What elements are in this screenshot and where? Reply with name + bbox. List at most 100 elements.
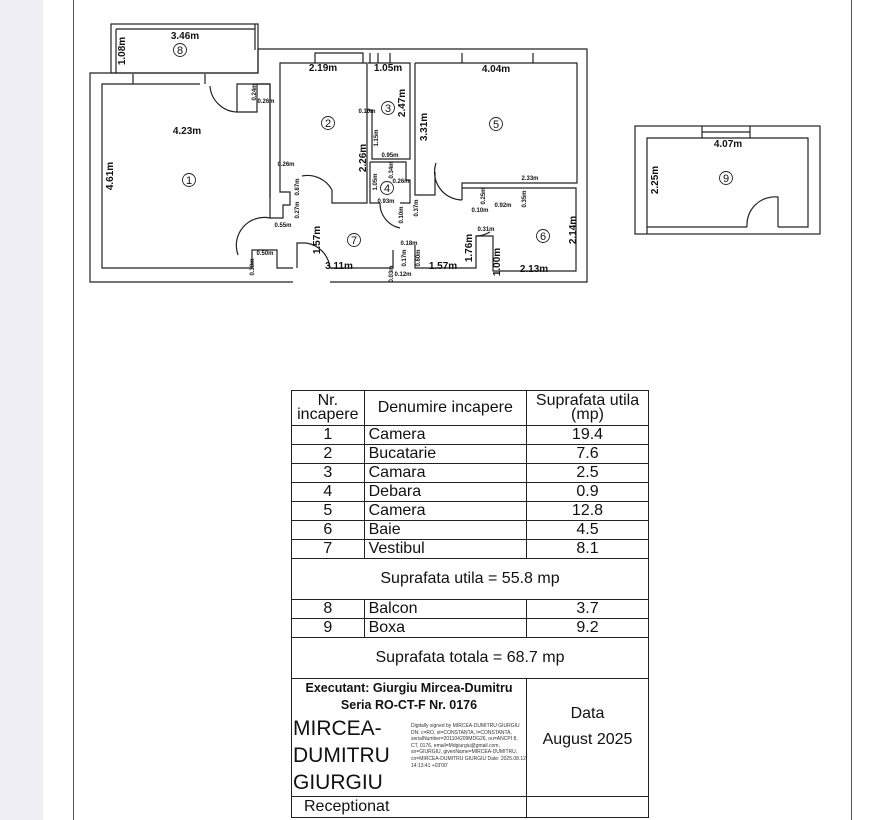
room-area: 0.9	[526, 482, 649, 502]
dimension-label: 4.07m	[714, 139, 742, 150]
room-name: Boxa	[363, 618, 528, 638]
room-marker-2	[321, 116, 335, 130]
room-name: Balcon	[363, 599, 528, 619]
dimension-label: 3.31m	[419, 113, 430, 141]
room-number: 4	[384, 183, 390, 195]
dimension-label: 2.25m	[650, 166, 661, 194]
room-marker-7	[347, 233, 361, 247]
room-nr: 4	[291, 482, 365, 502]
room-name: Camera	[363, 501, 528, 521]
grand-total: Suprafata totala = 68.7 mp	[291, 637, 649, 679]
dimension-label: 0.35m	[522, 190, 528, 207]
room-marker-6	[536, 229, 550, 243]
dimension-label: 2.14m	[568, 216, 579, 244]
room-marker-1	[182, 173, 196, 187]
dimension-label: 0.10m	[399, 206, 405, 223]
dimension-label: 0.34m	[389, 161, 395, 178]
dimension-label: 0.31m	[477, 227, 494, 233]
room-number: 3	[385, 103, 391, 115]
room-name: Baie	[363, 520, 528, 540]
room-areas-table: Nr. incapere Denumire incapere Suprafata…	[291, 390, 649, 818]
room-area: 19.4	[526, 425, 649, 445]
dimension-label: 4.23m	[173, 126, 201, 137]
room-area: 2.5	[526, 463, 649, 483]
dimension-label: 0.37m	[414, 199, 420, 216]
dimension-label: 0.26m	[257, 99, 274, 105]
dimension-label: 0.87m	[295, 178, 301, 195]
room-nr: 1	[291, 425, 365, 445]
viewer-gutter	[0, 0, 43, 820]
digital-signature: MIRCEA- DUMITRU GIURGIU Digitally signed…	[292, 713, 526, 796]
room-marker-5	[489, 117, 503, 131]
room-number: 7	[351, 235, 357, 247]
dimension-label: 4.04m	[482, 64, 510, 75]
dimension-label: 3.11m	[325, 261, 353, 272]
room-marker-8	[173, 43, 187, 57]
dimension-label: 0.95m	[381, 153, 398, 159]
room-name: Bucatarie	[363, 444, 528, 464]
dimension-label: 2.19m	[309, 63, 337, 74]
room-number: 2	[325, 118, 331, 130]
room-area: 8.1	[526, 539, 649, 559]
room-area: 9.2	[526, 618, 649, 638]
dimension-label: 0.10m	[358, 109, 375, 115]
signature-name: MIRCEA- DUMITRU GIURGIU	[293, 717, 390, 794]
dimension-label: 0.03m	[389, 265, 395, 282]
room-nr: 6	[291, 520, 365, 540]
boxa-storage	[634, 125, 821, 235]
dimension-label: 0.12m	[394, 272, 411, 278]
floor-plan: 8 1 2 3 4 5 6 7 9 3.46m 1.08m 4.23m 4.61…	[89, 23, 821, 283]
room-marker-4	[380, 181, 394, 195]
receptionat-value	[526, 796, 649, 818]
receptionat-label: Receptionat	[291, 796, 527, 818]
dimension-label: 0.27m	[295, 201, 301, 218]
header-name: Denumire incapere	[363, 390, 528, 426]
room-nr: 2	[291, 444, 365, 464]
dimension-label: 0.25m	[481, 187, 487, 204]
dimension-label: 0.26m	[277, 162, 294, 168]
dimension-label: 0.10m	[471, 208, 488, 214]
dimension-label: 0.60m	[416, 249, 422, 266]
page-edge-right	[851, 0, 852, 820]
dimension-label: 0.50m	[256, 251, 273, 257]
room-marker-3	[381, 101, 395, 115]
room-name: Debara	[363, 482, 528, 502]
room-number: 8	[177, 45, 183, 57]
dimension-label: 0.24m	[252, 83, 258, 100]
header-area: Suprafata utila (mp)	[526, 390, 649, 426]
dimension-label: 1.05m	[373, 173, 379, 190]
dimension-label: 3.46m	[171, 31, 199, 42]
room-nr: 8	[291, 599, 365, 619]
dimension-label: 1.57m	[429, 261, 457, 272]
room-area: 3.7	[526, 599, 649, 619]
dimension-label: 0.55m	[274, 223, 291, 229]
table-header: Nr. incapere Denumire incapere Suprafata…	[291, 390, 649, 426]
dimension-label: 2.13m	[520, 264, 548, 275]
header-nr: Nr. incapere	[291, 390, 365, 426]
date-label: Data	[570, 705, 605, 722]
room-nr: 9	[291, 618, 365, 638]
grand-total-row: Suprafata totala = 68.7 mp	[291, 637, 649, 679]
room-number: 9	[723, 173, 729, 185]
room-nr: 5	[291, 501, 365, 521]
room-name: Vestibul	[363, 539, 528, 559]
room-marker-9	[719, 171, 733, 185]
room-number: 5	[493, 119, 499, 131]
dimension-label: 4.61m	[105, 162, 116, 190]
dimension-label: 0.26m	[392, 179, 409, 185]
dimension-label: 1.00m	[492, 248, 503, 276]
dimension-label: 1.76m	[464, 234, 475, 262]
dimension-label: 1.05m	[374, 63, 402, 74]
util-total-row: Suprafata utila = 55.8 mp	[291, 558, 649, 600]
dimension-label: 1.15m	[374, 129, 380, 146]
dimension-label: 2.33m	[521, 176, 538, 182]
room-name: Camara	[363, 463, 528, 483]
dimension-label: 1.57m	[312, 226, 323, 254]
